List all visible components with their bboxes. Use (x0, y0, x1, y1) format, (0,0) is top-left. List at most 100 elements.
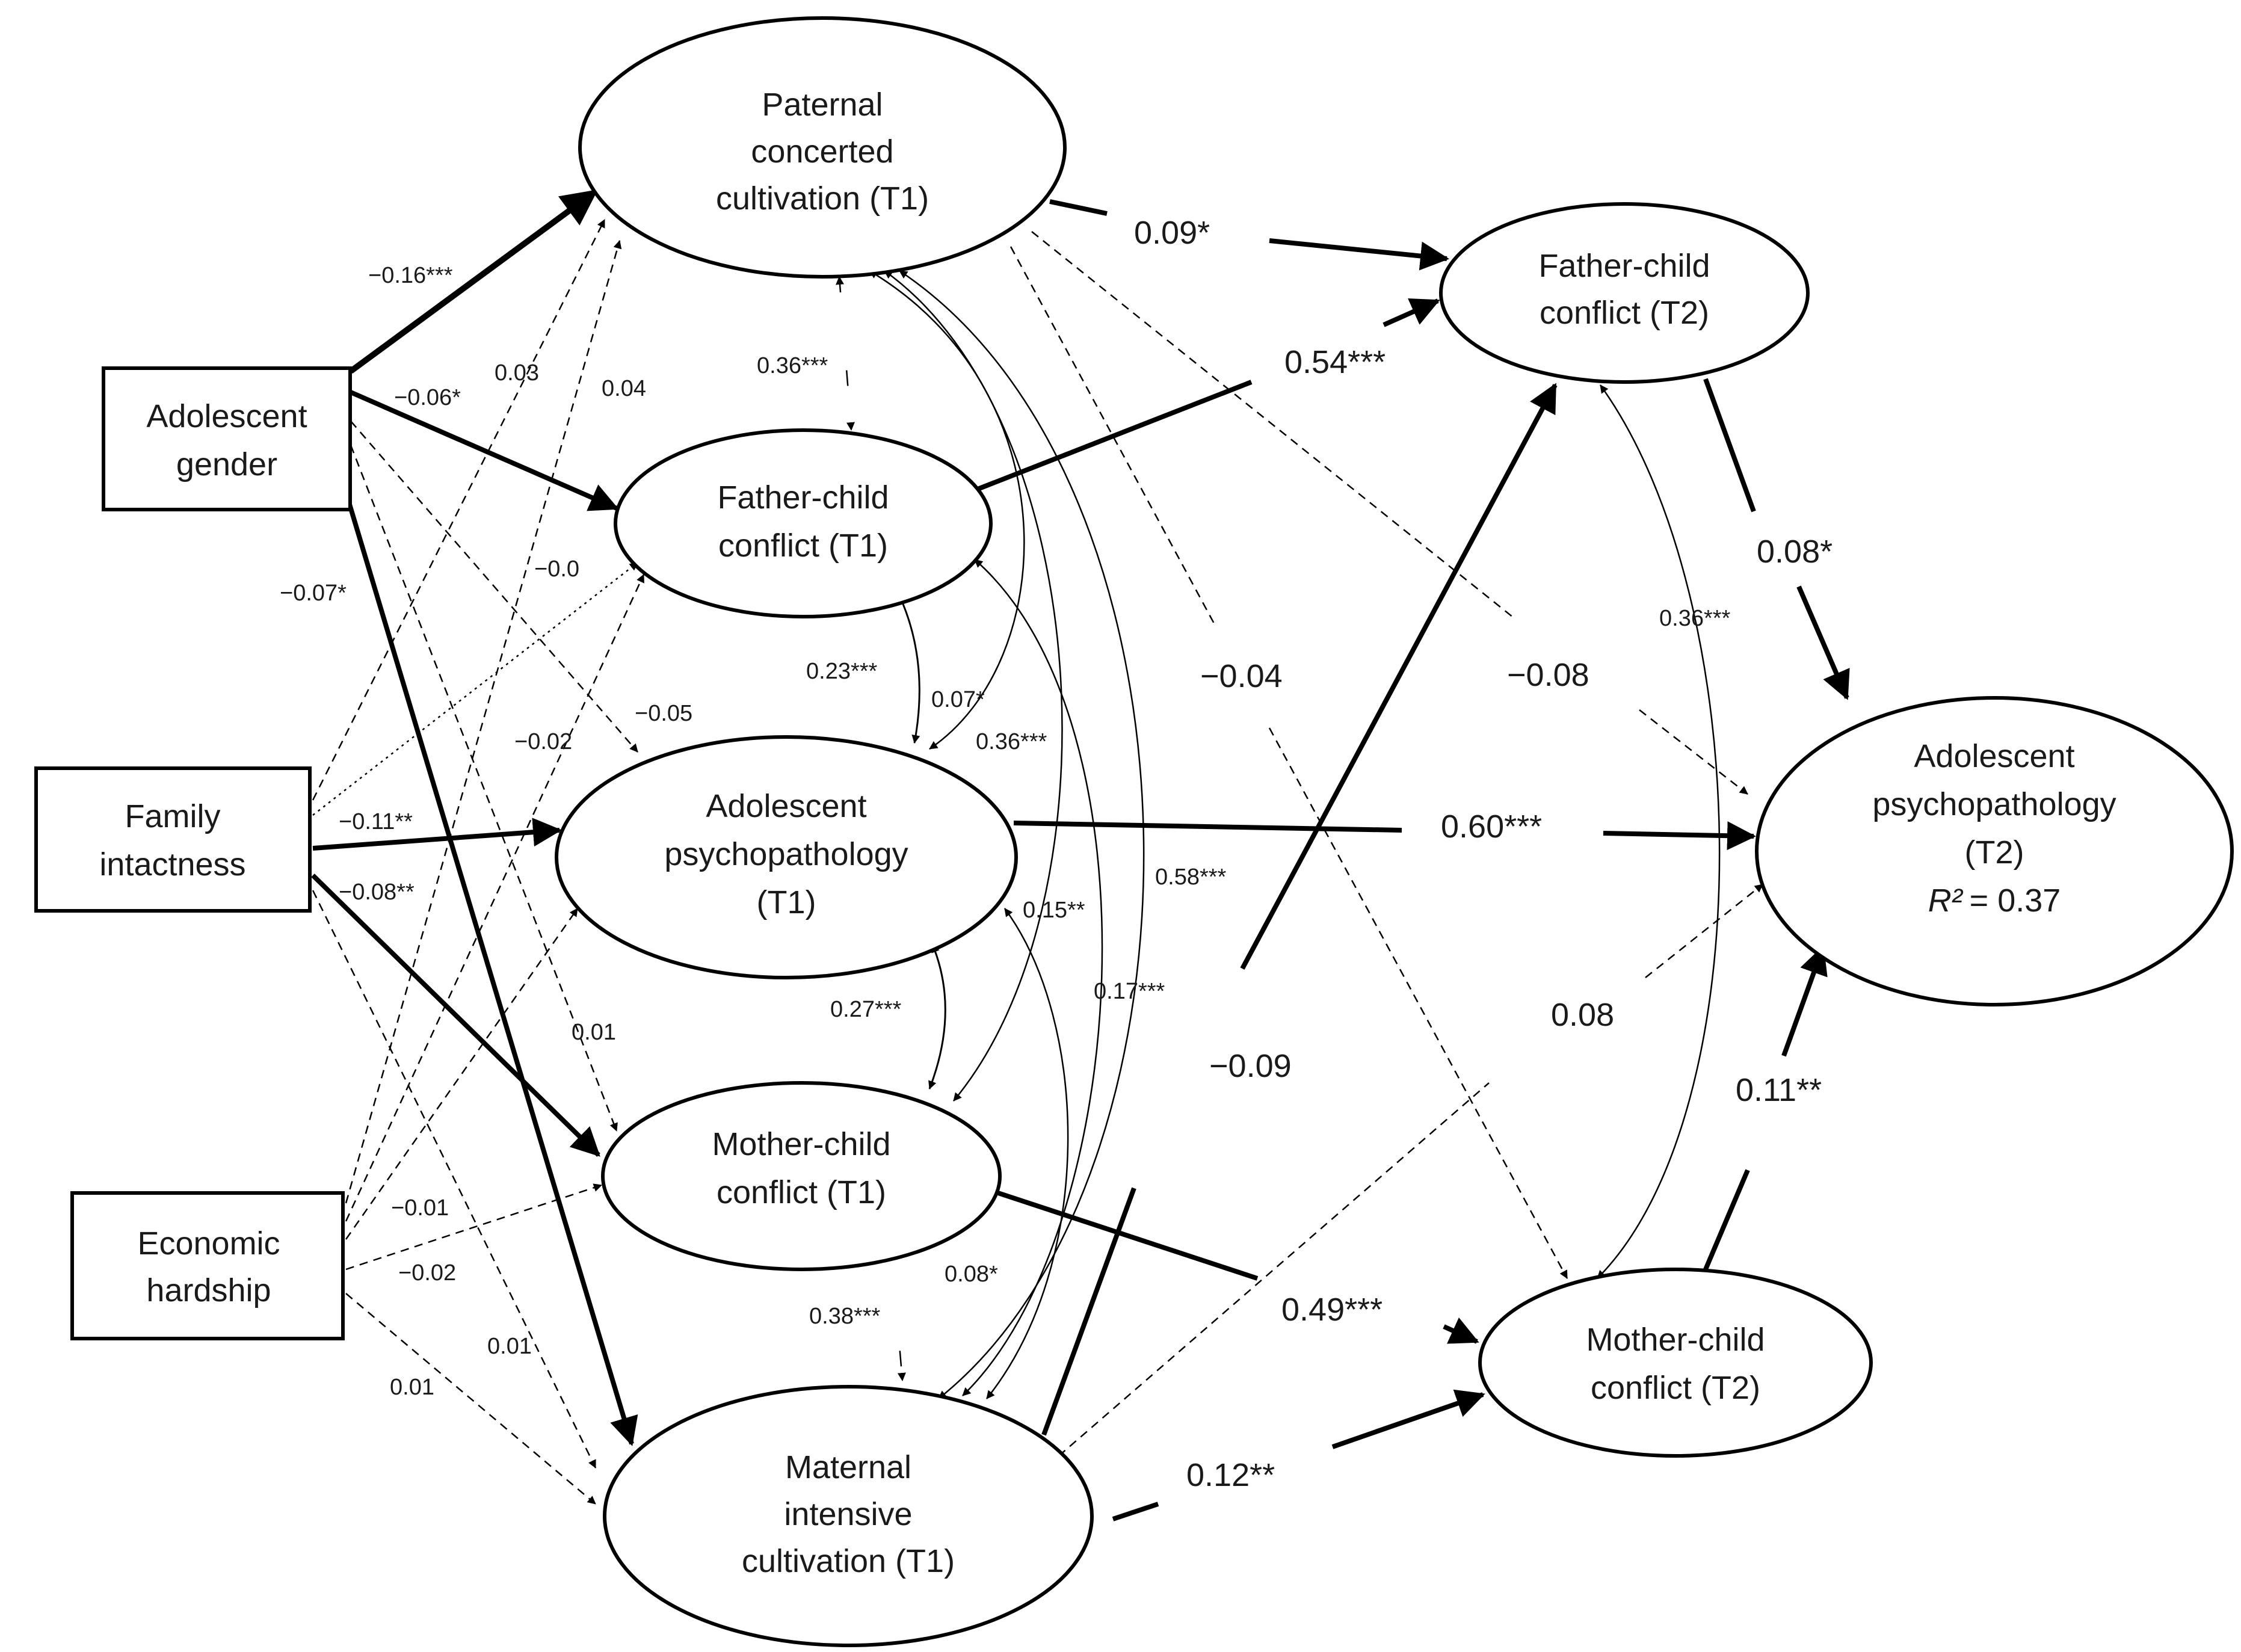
coef-intact-to-mother-t1: −0.08** (339, 880, 415, 905)
node-mother-t2-line1: Mother-child (1586, 1322, 1765, 1358)
node-mother-t1-line1: Mother-child (712, 1126, 890, 1162)
node-mother-t2-line2: conflict (T2) (1591, 1370, 1760, 1406)
node-father-child-conflict-t1: Father-child conflict (T1) (614, 428, 993, 618)
node-maternal-line2: intensive (784, 1496, 912, 1532)
coef-econ-to-mother-t1-a: −0.01 (391, 1195, 449, 1221)
coefficient-labels: −0.16*** −0.06* 0.03 0.04 −0.07* −0.0 −0… (280, 215, 1833, 1493)
node-psycho-t2-r2: R²= 0.37 (1928, 883, 2061, 919)
coef-mother-t2-to-psycho-t2: 0.11** (1736, 1072, 1822, 1108)
coef-gender-to-maternal: −0.07* (280, 581, 347, 606)
r2-value: = 0.37 (1970, 883, 2061, 919)
corr-paternal-father-t1 (836, 276, 855, 431)
coef-econ-to-father-t1: −0.02 (514, 729, 572, 754)
coef-maternal-to-father-t2: −0.09 (1209, 1048, 1292, 1084)
path-father-t1-to-father-t2 (973, 301, 1438, 493)
path-gender-to-psycho-t1 (350, 421, 638, 753)
coef-mother-t1-to-mother-t2: 0.49*** (1281, 1292, 1383, 1328)
coef-corr-father-mother-t2: 0.36*** (1659, 606, 1731, 631)
coef-gender-to-father-t1-b: −0.0 (534, 556, 579, 582)
coef-gender-to-psycho-t1: −0.05 (635, 701, 692, 726)
path-psycho-t1-to-psycho-t2 (1013, 823, 1754, 836)
path-gender-to-paternal (349, 188, 599, 374)
node-psycho-t2-line3: (T2) (1965, 834, 2024, 871)
coef-paternal-to-father-t2: 0.09* (1134, 215, 1210, 251)
corr-paternal-mother-t1 (884, 270, 1063, 1102)
path-econ-to-psycho-t1 (345, 908, 579, 1240)
coef-gender-to-paternal: −0.16*** (368, 263, 453, 288)
coef-corr-mother-maternal: 0.38*** (809, 1304, 881, 1329)
coef-paternal-to-psycho-t2: −0.08 (1507, 657, 1589, 693)
node-family-intactness-line2: intactness (99, 846, 245, 883)
path-intact-to-psycho-t1 (312, 818, 562, 851)
corr-psycho-maternal-t1 (986, 908, 1069, 1399)
path-econ-to-maternal (345, 1293, 596, 1505)
r2-label: R² (1928, 883, 1964, 919)
coef-corr-father-mother-maternal: 0.08* (945, 1262, 998, 1287)
coef-corr-paternal-maternal: 0.58*** (1155, 865, 1227, 890)
path-gender-to-father-t1 (350, 390, 619, 511)
path-gender-to-mother-t1 (350, 445, 618, 1132)
path-econ-to-mother-t1 (345, 1183, 602, 1271)
coef-corr-paternal-psycho: 0.07* (931, 687, 985, 712)
node-adolescent-psychopathology-t1: Adolescent psychopathology (T1) (555, 735, 1018, 979)
node-paternal-line3: cultivation (T1) (716, 180, 929, 217)
path-maternal-to-psycho-t2 (1058, 884, 1763, 1456)
node-maternal-line3: cultivation (T1) (742, 1543, 955, 1579)
node-economic-hardship-line1: Economic (137, 1225, 280, 1262)
node-adolescent-gender-line1: Adolescent (146, 398, 307, 434)
node-family-intactness: Family intactness (34, 766, 312, 913)
path-paternal-to-mother-t2 (1010, 246, 1567, 1278)
coef-corr-psycho-mother: 0.27*** (830, 997, 902, 1022)
coef-intact-to-paternal: 0.03 (495, 360, 539, 386)
node-mother-child-conflict-t2: Mother-child conflict (T2) (1478, 1268, 1873, 1458)
node-economic-hardship-line2: hardship (146, 1272, 271, 1308)
node-economic-hardship: Economic hardship (70, 1191, 345, 1340)
node-mother-t1-line2: conflict (T1) (717, 1174, 886, 1210)
node-adolescent-gender-line2: gender (176, 446, 277, 482)
coef-gender-to-mother-t1: 0.01 (572, 1020, 616, 1045)
path-maternal-to-mother-t2 (1112, 1395, 1483, 1521)
corr-psycho-mother-t1 (928, 944, 946, 1090)
path-father-t2-to-psycho-t2 (1703, 378, 1847, 698)
node-psycho-t2-line1: Adolescent (1914, 738, 2074, 774)
node-adolescent-psychopathology-t2: Adolescent psychopathology (T2) R²= 0.37 (1755, 696, 2234, 1006)
node-psycho-t1-line1: Adolescent (706, 788, 866, 824)
coef-father-t1-to-father-t2: 0.54*** (1284, 344, 1386, 380)
node-father-t2-line2: conflict (T2) (1540, 295, 1709, 331)
node-adolescent-gender: Adolescent gender (102, 366, 352, 511)
coef-corr-father-maternal: 0.15** (1023, 898, 1085, 923)
node-maternal-line1: Maternal (785, 1449, 911, 1485)
node-psycho-t1-line2: psychopathology (664, 836, 908, 872)
path-mother-t1-to-mother-t2 (991, 1189, 1477, 1342)
node-father-child-conflict-t2: Father-child conflict (T2) (1439, 202, 1810, 384)
path-intact-to-paternal (312, 219, 606, 801)
path-paternal-to-father-t2 (1049, 199, 1447, 259)
path-paternal-to-psycho-t2 (1031, 231, 1748, 794)
coef-corr-father-psycho: 0.23*** (806, 659, 878, 684)
coef-gender-to-father-t1: −0.06* (394, 385, 461, 410)
node-psycho-t2-line2: psychopathology (1872, 786, 2116, 822)
path-econ-to-father-t1 (345, 574, 645, 1222)
path-mother-t2-to-psycho-t2 (1703, 948, 1823, 1271)
node-paternal-concerted-cultivation-t1: Paternal concerted cultivation (T1) (578, 16, 1067, 279)
node-maternal-intensive-cultivation-t1: Maternal intensive cultivation (T1) (603, 1385, 1094, 1647)
coef-corr-paternal-father: 0.36*** (757, 353, 828, 378)
node-father-t2-line1: Father-child (1538, 248, 1710, 284)
paths-layer (311, 188, 1847, 1521)
path-maternal-to-father-t2 (1041, 385, 1555, 1436)
coef-maternal-to-psycho-t2: 0.08 (1551, 997, 1614, 1033)
coef-father-t2-to-psycho-t2: 0.08* (1757, 534, 1833, 570)
corr-father-psycho-t1 (898, 595, 920, 744)
node-father-t1-line1: Father-child (717, 479, 889, 516)
node-paternal-line1: Paternal (762, 87, 883, 123)
node-family-intactness-line1: Family (125, 798, 221, 834)
coef-intact-to-maternal: 0.01 (487, 1334, 532, 1359)
coef-psycho-t1-to-psycho-t2: 0.60*** (1441, 809, 1542, 845)
path-econ-to-paternal (345, 240, 622, 1204)
node-paternal-line2: concerted (751, 134, 893, 170)
corr-father-maternal-t1 (962, 559, 1103, 1396)
node-father-t1-line2: conflict (T1) (718, 528, 888, 564)
coef-econ-to-maternal: 0.01 (390, 1375, 434, 1400)
path-intact-to-maternal (312, 890, 597, 1469)
